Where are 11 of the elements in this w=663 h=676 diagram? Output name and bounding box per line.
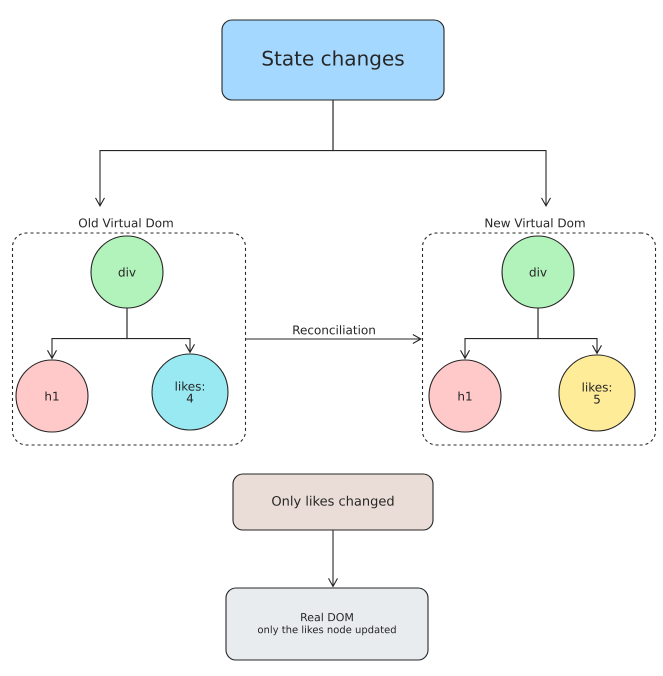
node-label: Old Virtual Dom [78, 218, 173, 228]
arrow [126, 308, 195, 354]
process-box: Real DOM only the likes node updated [225, 587, 429, 661]
arrow [332, 100, 551, 207]
arrow [246, 334, 422, 344]
arrow [328, 530, 338, 588]
arrow [537, 308, 602, 354]
process-box: State changes [221, 19, 445, 101]
process-box: Only likes changed [232, 473, 434, 531]
edge-label: Reconciliation [291, 324, 377, 336]
node-label: New Virtual Dom [486, 218, 585, 228]
